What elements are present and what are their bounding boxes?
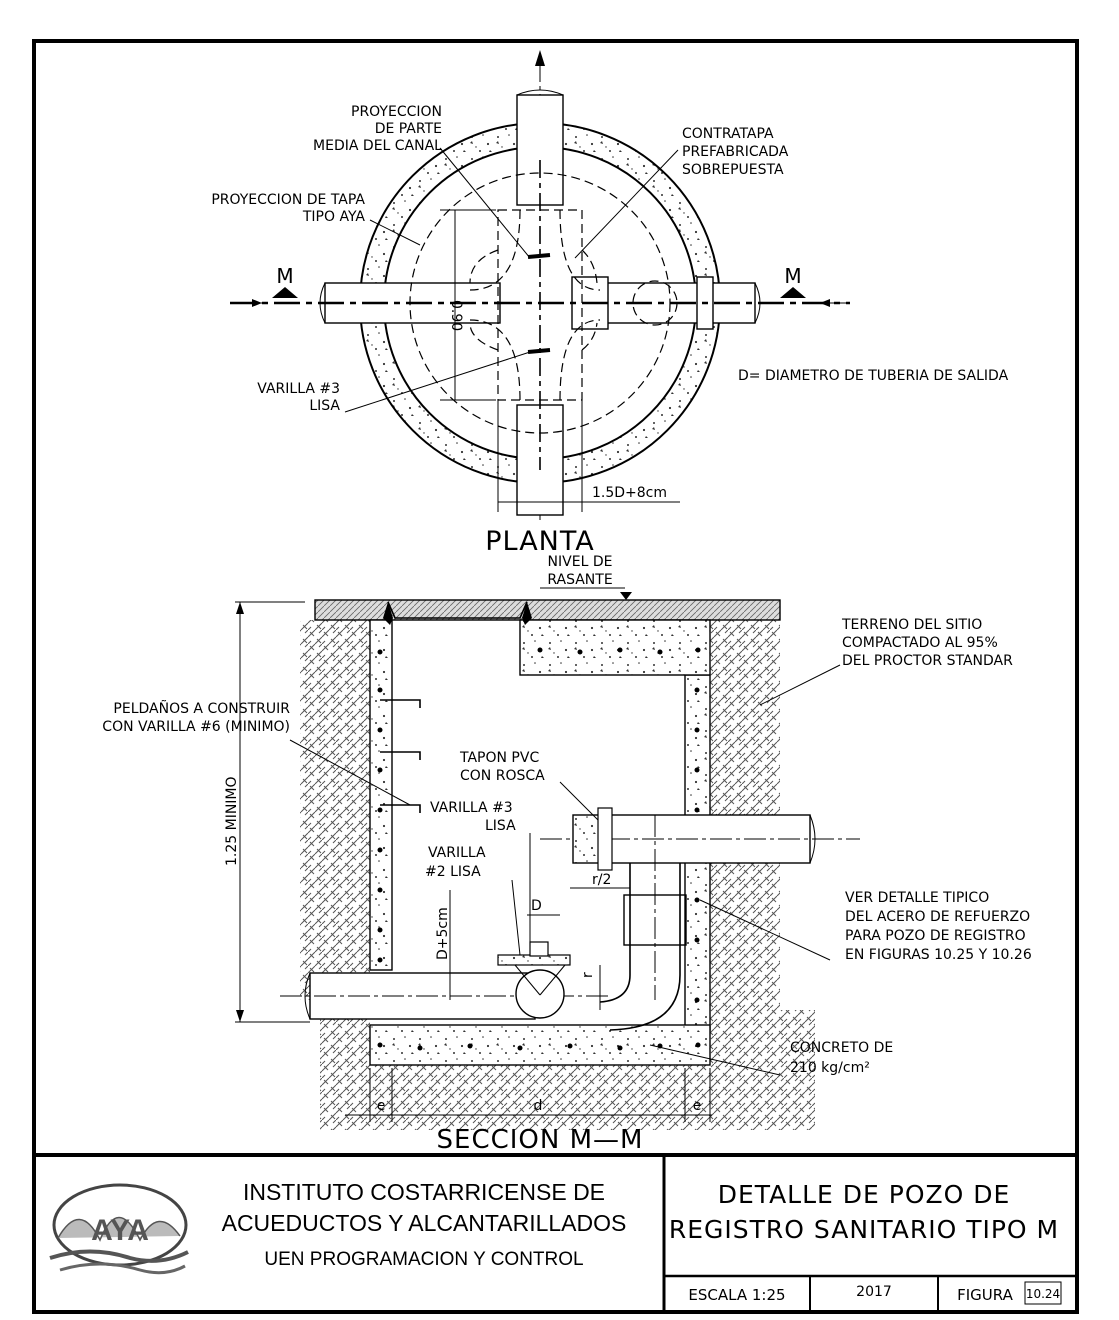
svg-text:NIVEL DE: NIVEL DE [548,554,613,570]
unit-name: UEN PROGRAMACION Y CONTROL [264,1249,583,1270]
label-contratapa: CONTRATAPA PREFABRICADA SOBREPUESTA [682,126,789,178]
label-varilla3-section: VARILLA #3 LISA [430,800,516,834]
label-nivel-rasante: NIVEL DE RASANTE [547,554,612,588]
svg-text:DE PARTE: DE PARTE [375,121,442,137]
sheet-border [32,39,1079,1314]
institution-line-1: INSTITUTO COSTARRICENSE DE [243,1179,605,1205]
dim-r2: r/2 [592,872,611,888]
svg-text:RASANTE: RASANTE [547,572,612,588]
svg-text:CONTRATAPA: CONTRATAPA [682,126,774,142]
svg-text:CON VARILLA #6 (MINIMO): CON VARILLA #6 (MINIMO) [102,719,290,735]
soil-left [300,620,370,1025]
year-label: 2017 [856,1284,892,1300]
svg-text:AYA: AYA [91,1214,149,1247]
svg-text:LISA: LISA [309,398,340,414]
label-concreto: CONCRETO DE 210 kg/cm² [790,1040,893,1076]
svg-text:PARA POZO DE REGISTRO: PARA POZO DE REGISTRO [845,928,1026,944]
plan-title: PLANTA [485,526,594,557]
svg-text:PROYECCION: PROYECCION [351,104,442,120]
svg-text:CONCRETO DE: CONCRETO DE [790,1040,893,1056]
label-tapon: TAPON PVC CON ROSCA [459,750,545,784]
note-diametro: D= DIAMETRO DE TUBERIA DE SALIDA [738,368,1009,384]
section-view: 1.25 MINIMO D+5cm D r/2 r e d e NIVEL DE… [102,554,1032,1155]
dim-d5cm: D+5cm [435,907,451,960]
institution-line-2: ACUEDUCTOS Y ALCANTARILLADOS [222,1210,627,1236]
scale-label: ESCALA 1:25 [688,1286,785,1304]
dim-090: 0.90 [448,300,464,331]
soil-right [710,620,815,1130]
label-ver-detalle: VER DETALLE TIPICO DEL ACERO DE REFUERZO… [845,890,1032,963]
dim-125-minimo: 1.25 MINIMO [224,776,240,866]
dim-e-right: e [693,1098,702,1114]
svg-text:PELDAÑOS A CONSTRUIR: PELDAÑOS A CONSTRUIR [113,700,290,717]
svg-text:DEL ACERO DE REFUERZO: DEL ACERO DE REFUERZO [845,909,1030,925]
label-peldanos: PELDAÑOS A CONSTRUIR CON VARILLA #6 (MIN… [102,700,290,735]
slab-top [519,619,711,676]
figure-label: FIGURA [957,1286,1013,1304]
svg-text:TIPO AYA: TIPO AYA [302,209,366,225]
svg-text:TAPON PVC: TAPON PVC [459,750,539,766]
svg-text:COMPACTADO AL 95%: COMPACTADO AL 95% [842,635,998,651]
svg-text:PROYECCION DE TAPA: PROYECCION DE TAPA [211,192,365,208]
drawing-title-line-1: DETALLE DE POZO DE [718,1180,1011,1209]
dim-r: r [580,972,596,978]
svg-text:EN FIGURAS 10.25 Y 10.26: EN FIGURAS 10.25 Y 10.26 [845,947,1032,963]
svg-text:VARILLA #3: VARILLA #3 [257,381,340,397]
label-proyeccion-canal: PROYECCION DE PARTE MEDIA DEL CANAL [313,104,442,154]
svg-text:VARILLA #3: VARILLA #3 [430,800,513,816]
section-title: SECCION M—M [437,1125,644,1155]
svg-text:MEDIA DEL CANAL: MEDIA DEL CANAL [313,138,442,154]
svg-text:PREFABRICADA: PREFABRICADA [682,144,789,160]
drawing-title-line-2: REGISTRO SANITARIO TIPO M [669,1215,1059,1244]
slab-bottom [369,1024,711,1066]
label-varilla-plan: VARILLA #3 LISA [257,381,340,414]
dim-e-left: e [377,1098,386,1114]
dim-d: d [534,1098,543,1114]
label-varilla2: VARILLA #2 LISA [425,845,486,880]
title-block: AYA INSTITUTO COSTARRICENSE DE ACUEDUCTO… [34,1153,1077,1312]
aya-logo: AYA [49,1183,189,1275]
section-mark-right: M [784,264,801,288]
svg-text:VARILLA: VARILLA [428,845,486,861]
section-mark-left: M [276,264,293,288]
wall-left [369,619,393,971]
plan-view: M M 0.90 1.5D+8cm PROYECCION DE PARTE ME… [211,50,1009,557]
dim-D: D [531,898,542,914]
svg-text:#2 LISA: #2 LISA [425,864,481,880]
svg-text:TERRENO DEL SITIO: TERRENO DEL SITIO [841,617,982,633]
svg-text:DEL PROCTOR STANDAR: DEL PROCTOR STANDAR [842,653,1013,669]
dim-15d: 1.5D+8cm [592,485,667,501]
soil-bottom [320,1025,710,1130]
label-terreno: TERRENO DEL SITIO COMPACTADO AL 95% DEL … [841,617,1013,669]
svg-text:LISA: LISA [485,818,516,834]
svg-text:210 kg/cm²: 210 kg/cm² [790,1060,870,1076]
svg-text:CON ROSCA: CON ROSCA [460,768,545,784]
svg-text:VER DETALLE TIPICO: VER DETALLE TIPICO [845,890,989,906]
svg-text:SOBREPUESTA: SOBREPUESTA [682,162,784,178]
label-proyeccion-tapa: PROYECCION DE TAPA TIPO AYA [211,192,365,225]
figure-number: 10.24 [1026,1287,1060,1301]
